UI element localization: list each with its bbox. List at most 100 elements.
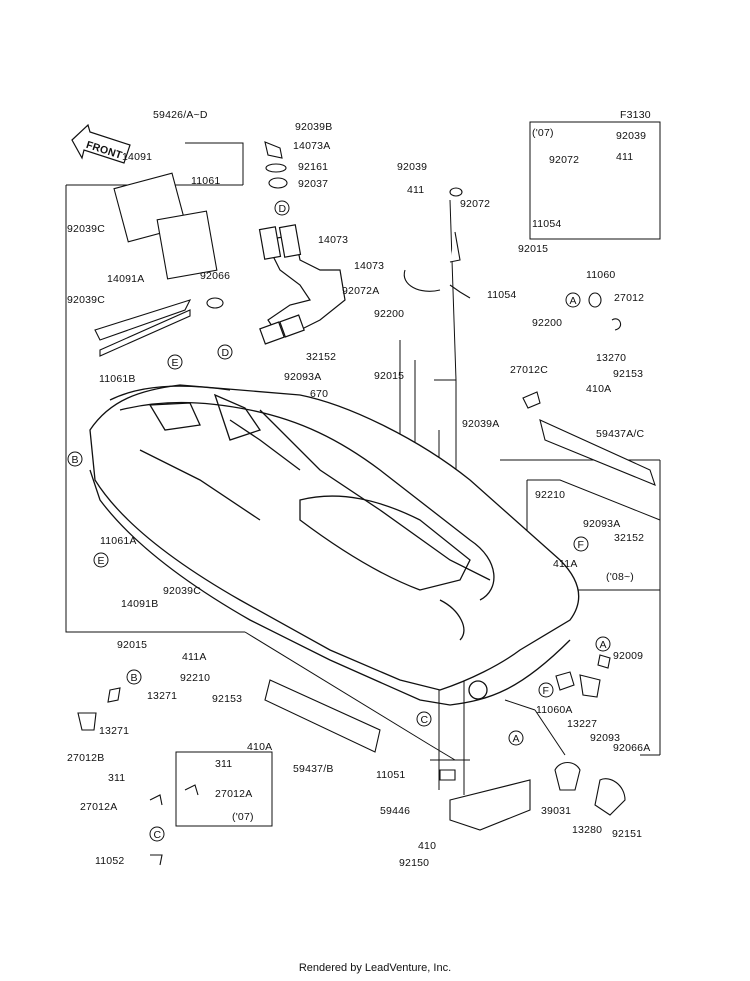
part-label: 311: [108, 772, 125, 784]
part-label: 13271: [99, 725, 129, 737]
part-label: 92037: [298, 178, 328, 190]
footer-credit: Rendered by LeadVenture, Inc.: [298, 962, 452, 974]
callout-b-marker: B B: [67, 451, 142, 685]
inset-top-right-note: ('07): [532, 127, 554, 139]
svg-text:E: E: [172, 357, 179, 369]
part-label: 92009: [613, 650, 643, 662]
part-label: 13227: [567, 718, 597, 730]
part-label: 92161: [298, 161, 328, 173]
part-label: 92039B: [295, 121, 332, 133]
part-label: 311: [215, 758, 232, 770]
part-label: 92151: [612, 828, 642, 840]
part-label: 11054: [532, 218, 561, 230]
svg-text:F: F: [543, 685, 550, 697]
callout-a-marker: A A A: [508, 292, 611, 746]
exhaust-pipe-illustration: [258, 224, 346, 345]
part-label: 14073: [318, 234, 348, 246]
part-label: 59437/B: [293, 763, 334, 775]
callout-d-marker: D D: [217, 200, 290, 360]
part-label: 11061B: [99, 373, 136, 385]
part-label: 13280: [572, 824, 602, 836]
part-label: 13271: [147, 690, 177, 702]
part-label: 14091B: [121, 598, 158, 610]
svg-text:D: D: [279, 203, 287, 215]
part-label: 92066A: [613, 742, 650, 754]
part-label: 92210: [180, 672, 210, 684]
part-label: 92015: [117, 639, 147, 651]
part-label: 14091A: [107, 273, 144, 285]
part-label: 27012: [614, 292, 644, 304]
part-label: 14073A: [293, 140, 330, 152]
part-label: 411A: [553, 558, 578, 570]
part-label: 92153: [613, 368, 643, 380]
hull-illustration: [89, 384, 580, 706]
part-label: 92066: [200, 270, 230, 282]
part-label: 92039C: [67, 223, 105, 235]
part-label: 14091: [122, 151, 152, 163]
part-number-labels: 59426/A~D 14091 11061 92039C 14091A 9203…: [67, 109, 650, 869]
part-label: 92015: [518, 243, 548, 255]
part-label: 670: [310, 388, 328, 400]
part-label: 59426/A~D: [153, 109, 208, 121]
svg-text:C: C: [154, 829, 162, 841]
svg-text:C: C: [421, 714, 429, 726]
part-label: 92039C: [67, 294, 105, 306]
part-label: 59446: [380, 805, 410, 817]
part-label: 92153: [212, 693, 242, 705]
small-parts-illustration: [77, 141, 656, 866]
part-label: 32152: [306, 351, 336, 363]
part-label: 92093A: [284, 371, 321, 383]
part-label: 92200: [374, 308, 404, 320]
inset-bottom-left-note: ('07): [232, 811, 254, 823]
part-label: 92072: [549, 154, 579, 166]
callout-f-marker: F F: [538, 536, 589, 698]
part-label: 59437A/C: [596, 428, 645, 440]
part-label: 92039C: [163, 585, 201, 597]
svg-text:A: A: [600, 639, 607, 651]
part-label: 92072: [460, 198, 490, 210]
part-label: 92093: [590, 732, 620, 744]
part-label: 411A: [182, 651, 207, 663]
part-label: 410: [418, 840, 436, 852]
part-label: 11060A: [536, 704, 573, 716]
part-label: 92039: [616, 130, 646, 142]
part-label: 27012A: [80, 801, 117, 813]
inset-box-bottom-left: [175, 751, 273, 827]
part-label: 410A: [247, 741, 272, 753]
svg-text:B: B: [131, 672, 138, 684]
part-label: 411: [616, 151, 633, 163]
part-label: 92015: [374, 370, 404, 382]
part-label: 32152: [614, 532, 644, 544]
part-label: 39031: [541, 805, 571, 817]
part-label: 92072A: [342, 285, 379, 297]
part-label: 92200: [532, 317, 562, 329]
svg-text:A: A: [513, 733, 520, 745]
part-label: 11060: [586, 269, 615, 281]
inset-right-note: ('08~): [606, 571, 634, 583]
part-label: 92039A: [462, 418, 499, 430]
callout-markers: A A A B B C C D D E E: [67, 200, 611, 842]
callout-c-marker: C C: [149, 711, 432, 842]
part-label: 11052: [95, 855, 124, 867]
svg-text:E: E: [98, 555, 105, 567]
part-label: 13270: [596, 352, 626, 364]
part-label: 27012B: [67, 752, 104, 764]
part-label: 411: [407, 184, 424, 196]
part-label: 11054: [487, 289, 516, 301]
svg-text:B: B: [72, 454, 79, 466]
part-label: 11061: [191, 175, 220, 187]
part-label: 11061A: [100, 535, 137, 547]
part-label: 11051: [376, 769, 405, 781]
figure-code: F3130: [620, 109, 651, 121]
part-label: 27012A: [215, 788, 252, 800]
part-label: 92093A: [583, 518, 620, 530]
inset-box-top-right: [529, 121, 661, 240]
svg-text:A: A: [570, 295, 577, 307]
part-label: 92150: [399, 857, 429, 869]
part-label: 92039: [397, 161, 427, 173]
part-label: 27012C: [510, 364, 548, 376]
part-label: 92210: [535, 489, 565, 501]
callout-e-marker: E E: [93, 354, 183, 568]
